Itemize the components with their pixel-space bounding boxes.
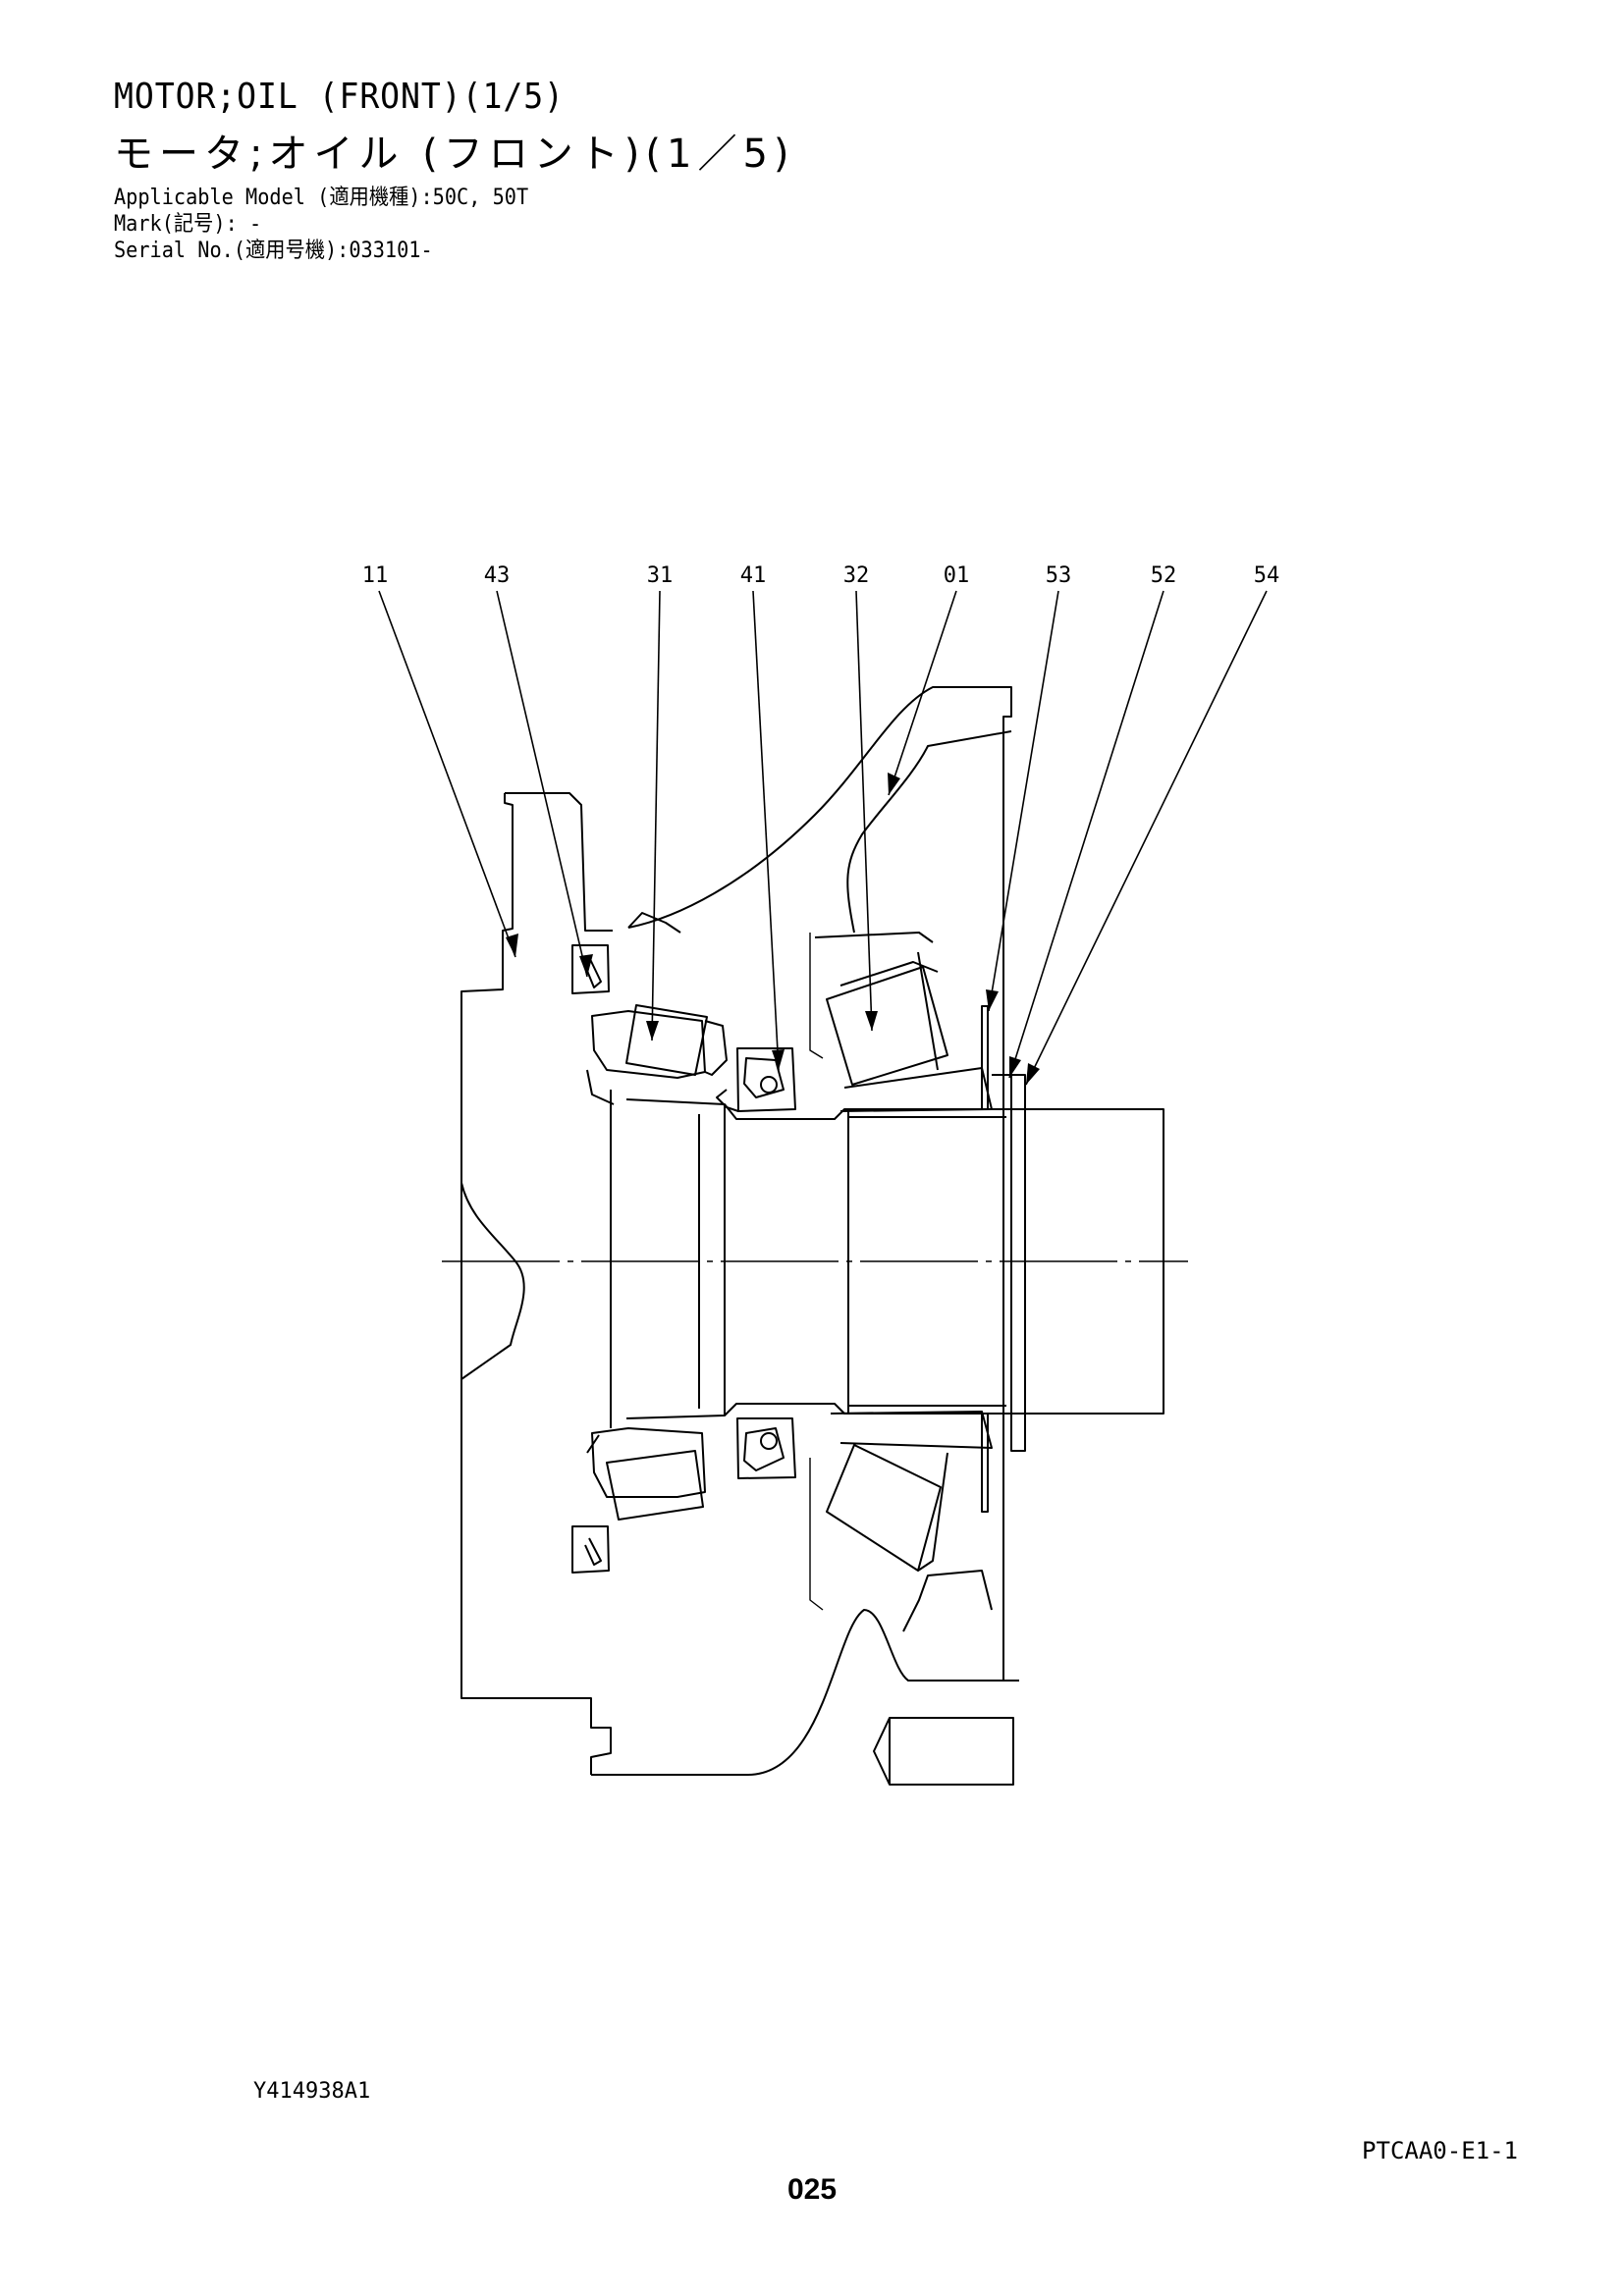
shaft (610, 1090, 1164, 1428)
callout-32[interactable]: 32 (843, 563, 870, 588)
callout-53[interactable]: 53 (1046, 563, 1072, 588)
mark: Mark(記号): - (114, 212, 262, 237)
leader-53 (988, 590, 1059, 1012)
callout-labels: 11 43 31 41 32 01 53 52 54 (362, 563, 1280, 588)
callout-01[interactable]: 01 (944, 563, 970, 588)
callout-52[interactable]: 52 (1151, 563, 1177, 588)
bearing-32-lower (826, 1411, 993, 1572)
callout-54[interactable]: 54 (1254, 563, 1280, 588)
leader-54 (1025, 590, 1268, 1086)
title-japanese: モータ;オイル (フロント)(1／5) (114, 132, 795, 177)
callout-41[interactable]: 41 (740, 563, 767, 588)
serial-number: Serial No.(適用号機):033101- (114, 239, 433, 263)
callout-43[interactable]: 43 (484, 563, 511, 588)
bearing-31-lower (586, 1427, 706, 1521)
bearing-31-upper (586, 1004, 728, 1105)
sheet-reference: PTCAA0-E1-1 (1362, 2137, 1518, 2164)
leader-11 (378, 590, 516, 958)
sectional-detail-lines (809, 933, 1003, 1611)
drawing-number: Y414938A1 (253, 2079, 371, 2104)
applicability-info: Applicable Model (適用機種):50C, 50T Mark(記号… (114, 185, 528, 264)
callout-11[interactable]: 11 (362, 563, 389, 588)
seal-43-upper (571, 944, 610, 994)
leader-41 (752, 590, 780, 1071)
tapped-hole (873, 1717, 1014, 1786)
title-english: MOTOR;OIL (FRONT)(1/5) (114, 77, 565, 117)
leader-lines (378, 590, 1268, 1086)
leader-31 (651, 590, 661, 1041)
applicable-model: Applicable Model (適用機種):50C, 50T (114, 186, 529, 210)
leader-43 (496, 590, 588, 978)
seal-41-lower (736, 1417, 796, 1479)
leader-52 (1008, 590, 1164, 1079)
leader-32 (855, 590, 873, 1032)
callout-31[interactable]: 31 (647, 563, 674, 588)
bearing-32-upper (826, 951, 993, 1112)
housing-outline (460, 686, 1019, 1777)
seal-41-upper (716, 1047, 796, 1112)
page-number: 025 (786, 2173, 838, 2206)
seal-43-lower (571, 1525, 610, 1574)
